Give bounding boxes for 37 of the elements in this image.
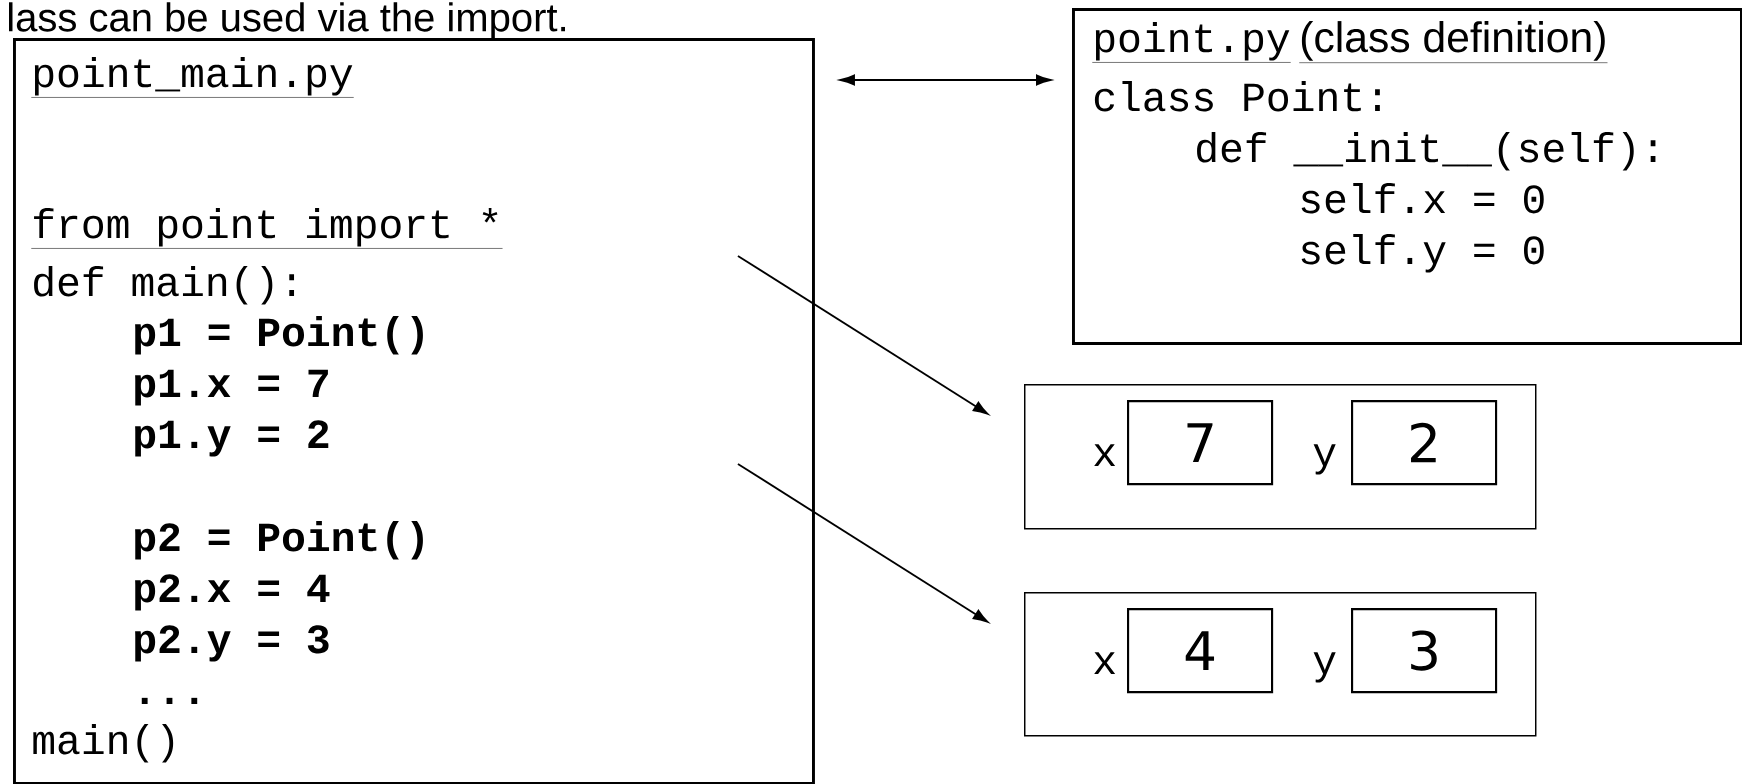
code-line: p2.y = 3: [135, 625, 329, 662]
code-line: from point import *: [31, 208, 503, 249]
code-line: self.x = 0: [1301, 183, 1544, 214]
arrow: [737, 255, 989, 415]
code-line: p1.y = 2: [135, 420, 329, 457]
code-line: self.y = 0: [1301, 234, 1544, 273]
value-box: [1127, 608, 1274, 694]
arrow: [737, 463, 989, 623]
field-label: x: [1094, 444, 1116, 466]
object-box: [1024, 592, 1537, 737]
file-name: point_main.py: [31, 57, 354, 98]
heading: lass can be used via the import.: [9, 2, 565, 40]
field-label: y: [1313, 444, 1336, 475]
code-panel: [1072, 8, 1742, 345]
value-box: [1351, 608, 1498, 694]
arrow: [839, 74, 1052, 86]
file-name: point.py: [1092, 22, 1291, 63]
value: 3: [1411, 630, 1437, 671]
value: 4: [1185, 631, 1215, 670]
value-box: [1127, 400, 1274, 486]
code-line: class Point:: [1094, 81, 1380, 112]
heading: (class definition): [1298, 21, 1608, 63]
value: 7: [1187, 423, 1213, 462]
code-line: main(): [33, 724, 174, 763]
code-panel: [13, 38, 815, 784]
code-line: p1 = Point(): [135, 316, 423, 355]
field-label: x: [1094, 652, 1116, 674]
code-line: def __init__(self):: [1197, 132, 1656, 171]
field-label: y: [1313, 652, 1336, 683]
value-box: [1351, 400, 1498, 486]
value: 2: [1411, 422, 1436, 463]
code-line: p2 = Point(): [135, 521, 423, 560]
code-line: p2.x = 4: [135, 574, 330, 611]
code-line: p1.x = 7: [135, 369, 328, 406]
code-line: def main():: [34, 266, 295, 305]
object-box: [1024, 384, 1537, 530]
code-line: ...: [141, 697, 198, 704]
